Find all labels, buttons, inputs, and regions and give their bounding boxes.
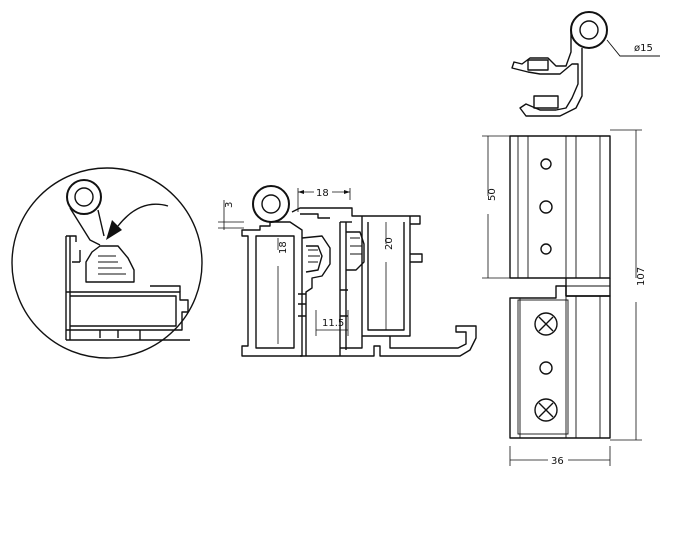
dim-11-5: 11.5 [322,318,344,329]
dim-18-left: 18 [278,241,289,254]
diameter-label: ø15 [634,43,653,54]
dim-50: 50 [487,188,498,201]
dim-3: 3 [224,202,235,208]
top-view: ø15 [511,11,660,117]
dim-107: 107 [636,267,647,286]
detail-view [11,167,203,359]
section-view [241,185,477,357]
front-view [509,135,611,439]
dim-36: 36 [551,456,564,467]
dim-18-top: 18 [316,188,329,199]
dim-20: 20 [384,237,395,250]
dimensions: 18 3 18 20 11.5 50 107 36 [218,129,647,467]
